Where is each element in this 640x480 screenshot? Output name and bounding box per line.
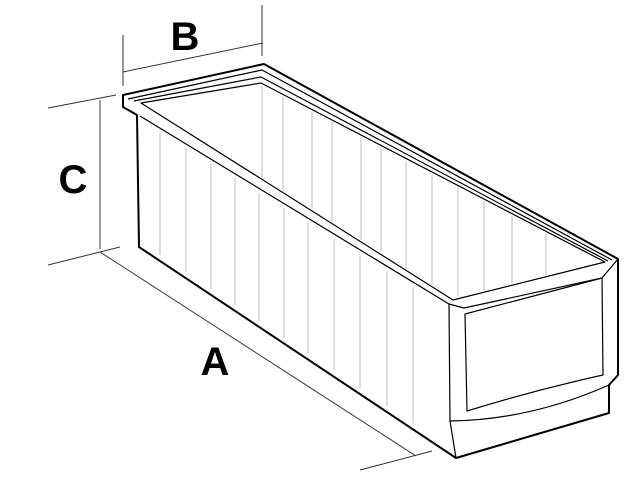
- bin-ribs: [159, 85, 547, 424]
- bin-rim-line-2: [133, 76, 609, 262]
- a-dimension-line: [99, 251, 417, 457]
- bin-front-step: [449, 384, 610, 422]
- bin-front-face-edge: [448, 303, 457, 459]
- height-label: C: [59, 158, 88, 202]
- bin-near-rim-edge: [139, 115, 619, 309]
- bin-label-holder: [464, 277, 604, 412]
- bin-rim-line-1: [127, 69, 613, 261]
- b-dimension-line: [122, 42, 264, 73]
- width-label: B: [171, 15, 200, 59]
- length-label: A: [201, 340, 230, 384]
- bin-outline: [122, 63, 619, 459]
- c-extension-top: [47, 94, 117, 109]
- bin-rim-inner-edge: [140, 82, 606, 301]
- dimension-lines: [47, 5, 433, 471]
- bin-outer-rim: [122, 63, 619, 459]
- c-extension-bottom: [47, 246, 121, 266]
- a-extension-right: [359, 450, 433, 471]
